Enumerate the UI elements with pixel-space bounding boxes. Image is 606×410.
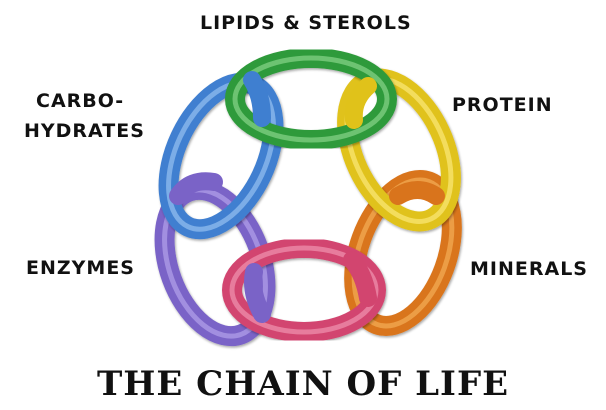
diagram-title: THE CHAIN OF LIFE	[0, 364, 606, 404]
yellow-overlap	[354, 86, 368, 120]
label-carbohydrates-line2: HYDRATES	[24, 120, 145, 142]
yellow-link	[326, 62, 472, 238]
label-enzymes: ENZYMES	[26, 257, 135, 279]
blue-link	[147, 66, 294, 245]
purple-overlap-bottom	[253, 272, 262, 314]
label-minerals: MINERALS	[470, 258, 588, 280]
blue-ring	[147, 66, 294, 245]
yellow-ring	[326, 62, 472, 238]
label-lipids-sterols: LIPIDS & STEROLS	[200, 12, 412, 34]
label-carbohydrates-line1: CARBO-	[36, 90, 124, 112]
label-protein: PROTEIN	[452, 94, 553, 116]
blue-overlap	[252, 80, 262, 118]
orange-overlap	[398, 190, 436, 196]
